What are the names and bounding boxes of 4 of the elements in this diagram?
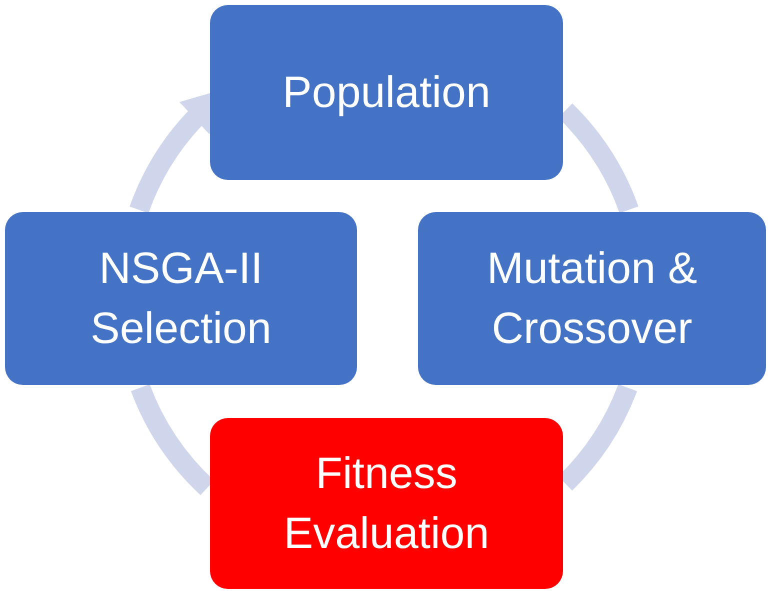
process-box: Mutation & Crossover xyxy=(418,212,766,385)
process-box: NSGA-II Selection xyxy=(5,212,357,385)
process-box: Population xyxy=(210,5,563,180)
process-box: Fitness Evaluation xyxy=(210,418,563,589)
